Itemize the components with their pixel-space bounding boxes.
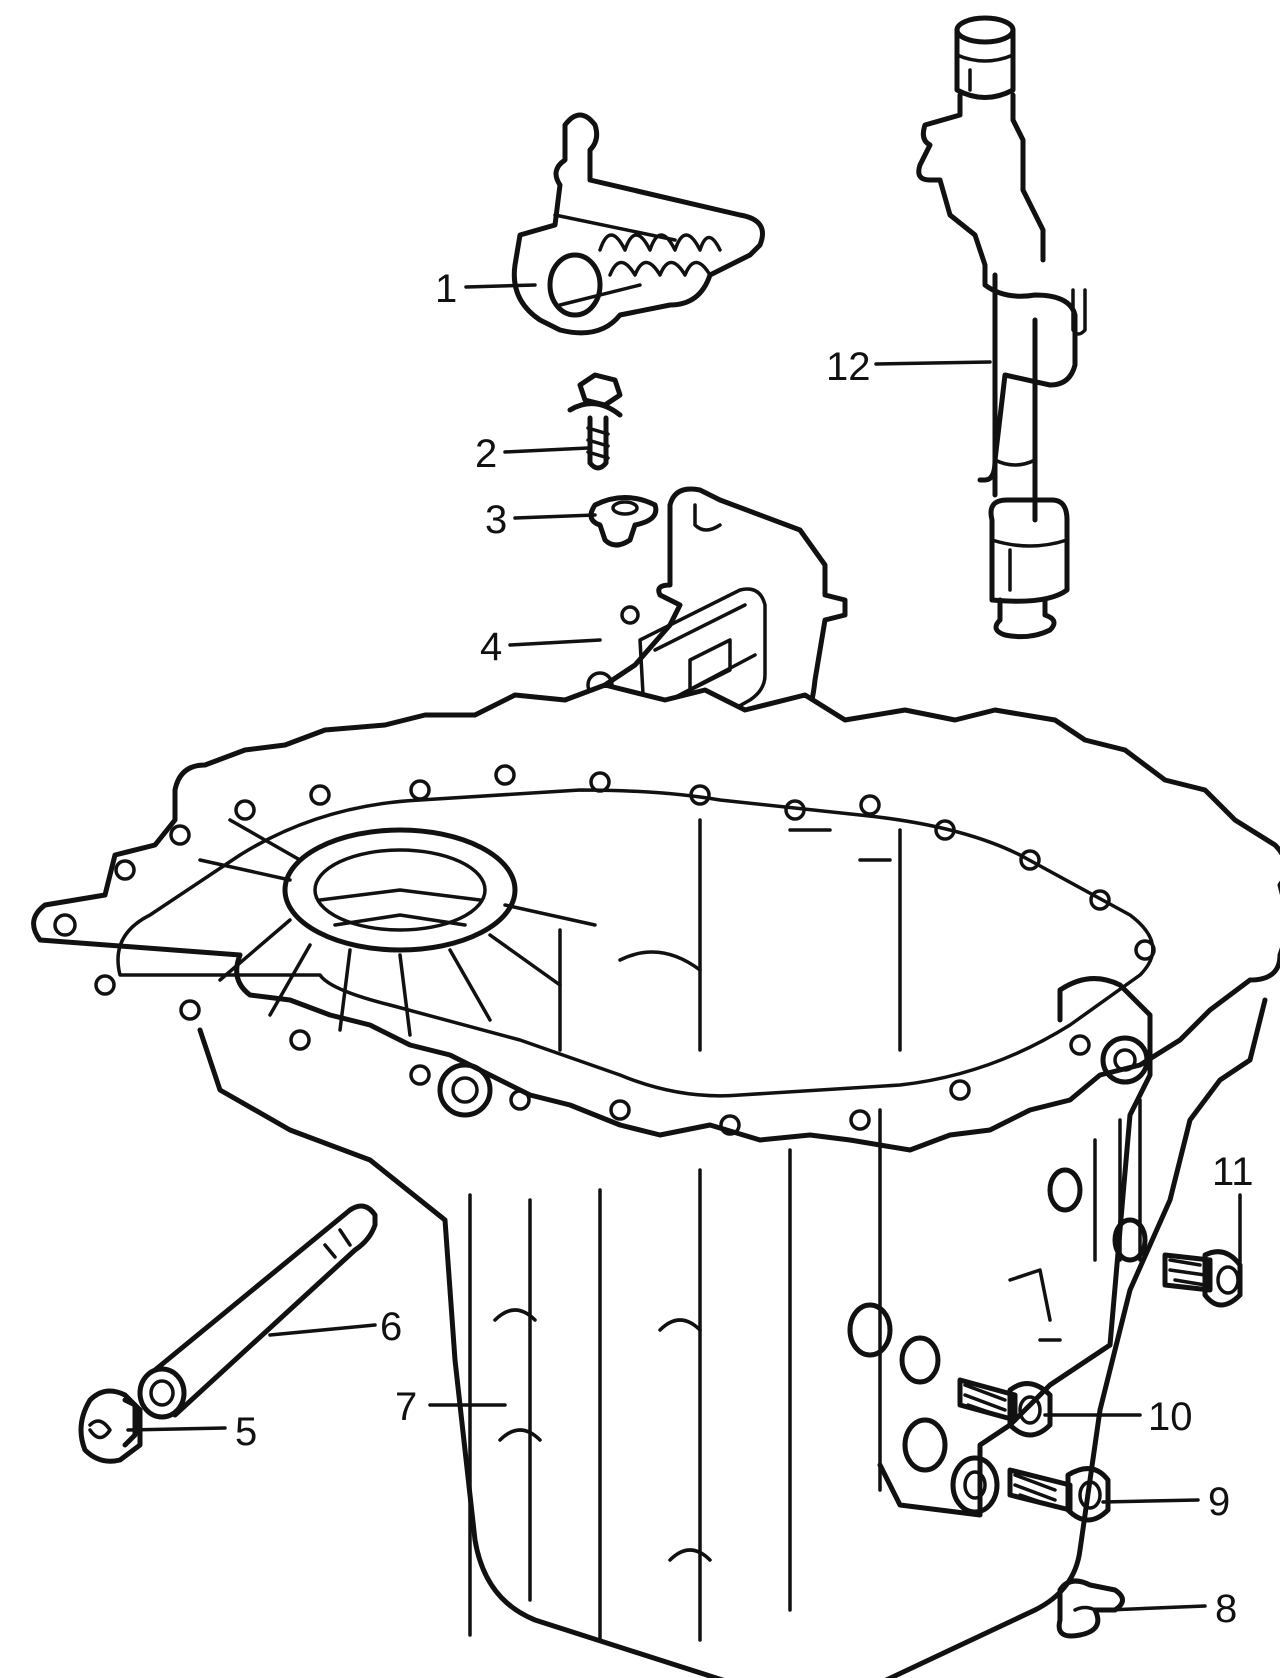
part-10-bolt: [957, 1377, 1053, 1438]
leader-9: [1101, 1498, 1200, 1504]
leader-lines: [126, 283, 1242, 1612]
callout-8: 8: [1215, 1587, 1237, 1631]
part-8-clip: [1056, 1578, 1125, 1639]
leader-6: [268, 1323, 377, 1337]
callout-12: 12: [826, 345, 871, 389]
part-9-bolt: [1007, 1466, 1111, 1523]
part-1-lever-housing: [511, 112, 765, 336]
callout-4: 4: [480, 625, 502, 669]
callout-11: 11: [1212, 1150, 1254, 1194]
part-12-shift-shaft: [916, 15, 1087, 640]
callout-6: 6: [380, 1305, 402, 1349]
leader-1: [464, 283, 537, 289]
part-2-bolt: [567, 372, 623, 471]
part-11-bolt: [1162, 1249, 1243, 1308]
part-6-shaft: [137, 1203, 378, 1420]
callout-9: 9: [1208, 1480, 1230, 1524]
leader-3: [513, 513, 597, 520]
callout-10: 10: [1148, 1395, 1193, 1439]
leader-5: [126, 1426, 227, 1432]
callout-1: 1: [435, 267, 457, 311]
leader-12: [874, 360, 992, 366]
leader-4: [508, 638, 602, 647]
part-7-transmission-case: [31, 682, 1280, 1678]
callout-2: 2: [475, 432, 497, 476]
part-3-collar: [588, 495, 659, 548]
part-5-plug: [78, 1388, 143, 1464]
callout-7: 7: [395, 1385, 417, 1429]
leader-2: [503, 446, 590, 454]
callout-5: 5: [235, 1410, 257, 1454]
callout-labels: 1 2 3 4 5 6 7 8 9 10 11 12: [235, 267, 1254, 1631]
callout-3: 3: [485, 498, 507, 542]
leader-8: [1106, 1604, 1207, 1612]
